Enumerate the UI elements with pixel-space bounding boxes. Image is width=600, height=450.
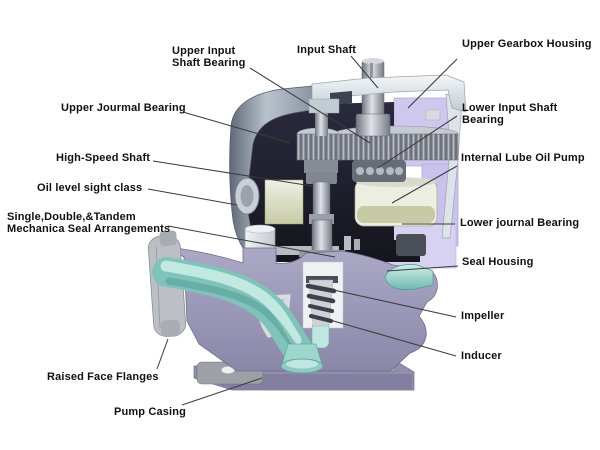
label-seal-housing: Seal Housing [462, 256, 534, 268]
label-upper-jourmal-bearing: Upper Jourmal Bearing [61, 102, 186, 114]
leader-impeller [319, 286, 457, 318]
label-mechanical-seal: Single,Double,&Tandem Mechanica Seal Arr… [7, 211, 171, 235]
upper-journal-bearing-hub [304, 160, 338, 173]
oil-level-sight-glass [234, 177, 260, 215]
leader-internal-lube-oil-pump [391, 165, 458, 204]
leader-upper-jourmal-bearing [182, 111, 291, 144]
leader-seal-housing [386, 265, 459, 272]
leader-oil-level-sight-class [147, 188, 238, 206]
leader-lines [147, 55, 459, 406]
label-impeller: Impeller [461, 310, 505, 322]
oil-sump [264, 179, 304, 225]
leader-high-speed-shaft [152, 160, 313, 187]
leader-inducer [322, 317, 457, 357]
inducer [305, 276, 338, 327]
label-input-shaft: Input Shaft [297, 44, 357, 56]
label-oil-level-sight-class: Oil level sight class [37, 182, 143, 194]
lower-journal-bearing-block [396, 234, 426, 256]
stud-2 [354, 239, 360, 250]
label-internal-lube-oil-pump: Internal Lube Oil Pump [461, 152, 585, 164]
leader-raised-face-flanges [156, 338, 169, 370]
label-high-speed-shaft: High-Speed Shaft [56, 152, 151, 164]
flow-path-pipe [152, 257, 313, 365]
leader-upper-gearbox-housing [407, 58, 458, 109]
label-inducer: Inducer [461, 350, 502, 362]
input-shaft [355, 58, 391, 137]
label-pump-casing: Pump Casing [114, 406, 186, 418]
leader-pump-casing [181, 377, 263, 406]
lower-input-shaft-bearing [352, 160, 406, 182]
leader-lower-input-shaft-bearing [377, 115, 458, 169]
suction-bell [280, 321, 330, 374]
label-raised-face-flanges: Raised Face Flanges [47, 371, 159, 383]
label-upper-input-shaft-bearing: Upper Input Shaft Bearing [172, 45, 246, 69]
label-upper-gearbox-housing: Upper Gearbox Housing [462, 38, 592, 50]
label-lower-journal-bearing: Lower journal Bearing [460, 217, 580, 229]
leader-input-shaft [350, 55, 379, 89]
leader-upper-input-shaft-bearing [249, 67, 371, 144]
stud-1 [344, 236, 351, 250]
leader-mechanical-seal [167, 225, 336, 258]
label-lower-input-shaft-bearing: Lower Input Shaft Bearing [462, 102, 558, 126]
internal-lube-oil-pump [354, 177, 438, 227]
